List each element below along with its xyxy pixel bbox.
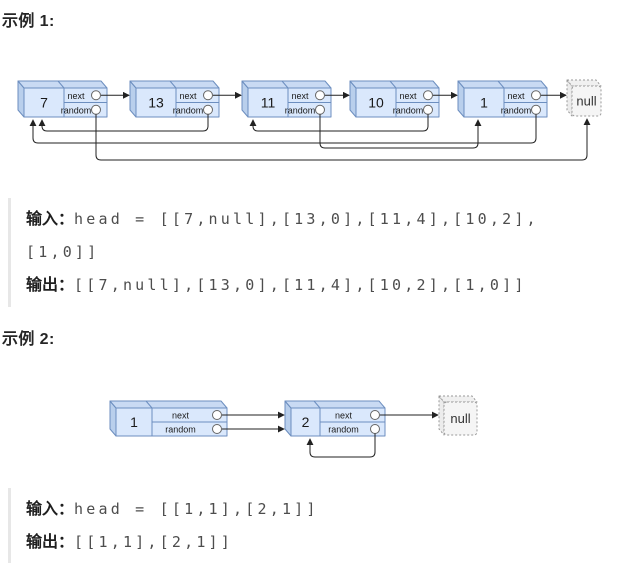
list-node: 7 next random bbox=[17, 80, 108, 118]
io-line: 输出：[[1,1],[2,1]] bbox=[26, 526, 613, 559]
example2-io-block: 输入：head = [[1,1],[2,1]] 输出：[[1,1],[2,1]] bbox=[8, 488, 613, 563]
next-pointer-dot bbox=[91, 90, 101, 101]
random-field-label: random bbox=[165, 425, 196, 435]
random-pointer-arrow bbox=[319, 114, 482, 149]
input-value-cont: [1,0]] bbox=[26, 243, 100, 261]
random-field-label: random bbox=[393, 105, 424, 115]
list-node: 1 next random bbox=[457, 80, 548, 118]
random-pointer-arrow bbox=[306, 433, 376, 458]
node-value: 1 bbox=[480, 95, 488, 111]
example1-diagram: 7 next random 13 next random 11 next random 10 nex… bbox=[17, 79, 602, 161]
example1-title: 示例 1: bbox=[2, 13, 55, 30]
io-line: [1,0]] bbox=[26, 236, 613, 269]
list-node: 2 next random bbox=[284, 400, 386, 437]
next-pointer-dot bbox=[531, 90, 541, 101]
random-pointer-arrow bbox=[249, 114, 429, 132]
node-value: 11 bbox=[261, 95, 276, 111]
random-field-label: random bbox=[61, 105, 92, 115]
next-field-label: next bbox=[291, 91, 309, 101]
random-pointer-arrow bbox=[38, 114, 209, 132]
list-node: 13 next random bbox=[129, 80, 220, 118]
node-value: 10 bbox=[368, 95, 384, 111]
input-value: head = [[7,null],[13,0],[11,4],[10,2], bbox=[74, 210, 539, 228]
next-pointer-dot bbox=[212, 410, 222, 420]
random-pointer-dot bbox=[212, 424, 222, 434]
output-label: 输出： bbox=[26, 534, 75, 551]
next-field-label: next bbox=[507, 91, 525, 101]
random-field-label: random bbox=[328, 425, 359, 435]
random-field-label: random bbox=[173, 105, 204, 115]
input-value: head = [[1,1],[2,1]] bbox=[74, 500, 319, 518]
input-label: 输入： bbox=[26, 501, 75, 518]
next-pointer-dot bbox=[315, 90, 325, 101]
next-pointer-dot bbox=[203, 90, 213, 101]
next-pointer-dot bbox=[370, 410, 380, 420]
random-pointer-dot bbox=[315, 104, 325, 115]
random-pointer-dot bbox=[91, 104, 101, 115]
io-line: 输入：head = [[7,null],[13,0],[11,4],[10,2]… bbox=[26, 203, 613, 236]
output-value: [[1,1],[2,1]] bbox=[74, 533, 234, 551]
example2-title: 示例 2: bbox=[2, 331, 55, 348]
random-pointer-arrow bbox=[29, 114, 537, 144]
io-line: 输出：[[7,null],[13,0],[11,4],[10,2],[1,0]] bbox=[26, 269, 613, 302]
list-node: 10 next random bbox=[349, 80, 440, 118]
output-value: [[7,null],[13,0],[11,4],[10,2],[1,0]] bbox=[74, 276, 527, 294]
node-value: 1 bbox=[130, 414, 138, 430]
random-pointer-dot bbox=[531, 104, 541, 115]
random-pointer-dot bbox=[423, 104, 433, 115]
next-field-label: next bbox=[179, 91, 197, 101]
null-box: null bbox=[438, 395, 478, 436]
random-field-label: random bbox=[501, 105, 532, 115]
random-pointer-arrow bbox=[95, 114, 591, 161]
node-value: 2 bbox=[302, 414, 310, 430]
random-field-label: random bbox=[285, 105, 316, 115]
list-node: 1 next random bbox=[109, 400, 228, 437]
next-pointer-dot bbox=[423, 90, 433, 101]
next-field-label: next bbox=[335, 411, 353, 421]
next-field-label: next bbox=[399, 91, 417, 101]
output-label: 输出： bbox=[26, 277, 75, 294]
next-field-label: next bbox=[172, 411, 190, 421]
example1-io-block: 输入：head = [[7,null],[13,0],[11,4],[10,2]… bbox=[8, 198, 613, 307]
random-pointer-dot bbox=[203, 104, 213, 115]
input-label: 输入： bbox=[26, 211, 75, 228]
null-label: null bbox=[576, 94, 596, 109]
io-line: 输入：head = [[1,1],[2,1]] bbox=[26, 493, 613, 526]
null-box: null bbox=[566, 79, 602, 117]
next-field-label: next bbox=[67, 91, 85, 101]
null-label: null bbox=[450, 411, 470, 426]
node-value: 7 bbox=[40, 95, 48, 111]
random-pointer-dot bbox=[370, 424, 380, 434]
list-node: 11 next random bbox=[241, 80, 332, 118]
node-value: 13 bbox=[148, 95, 164, 111]
example2-diagram: 1 next random 2 next random null bbox=[109, 395, 478, 458]
